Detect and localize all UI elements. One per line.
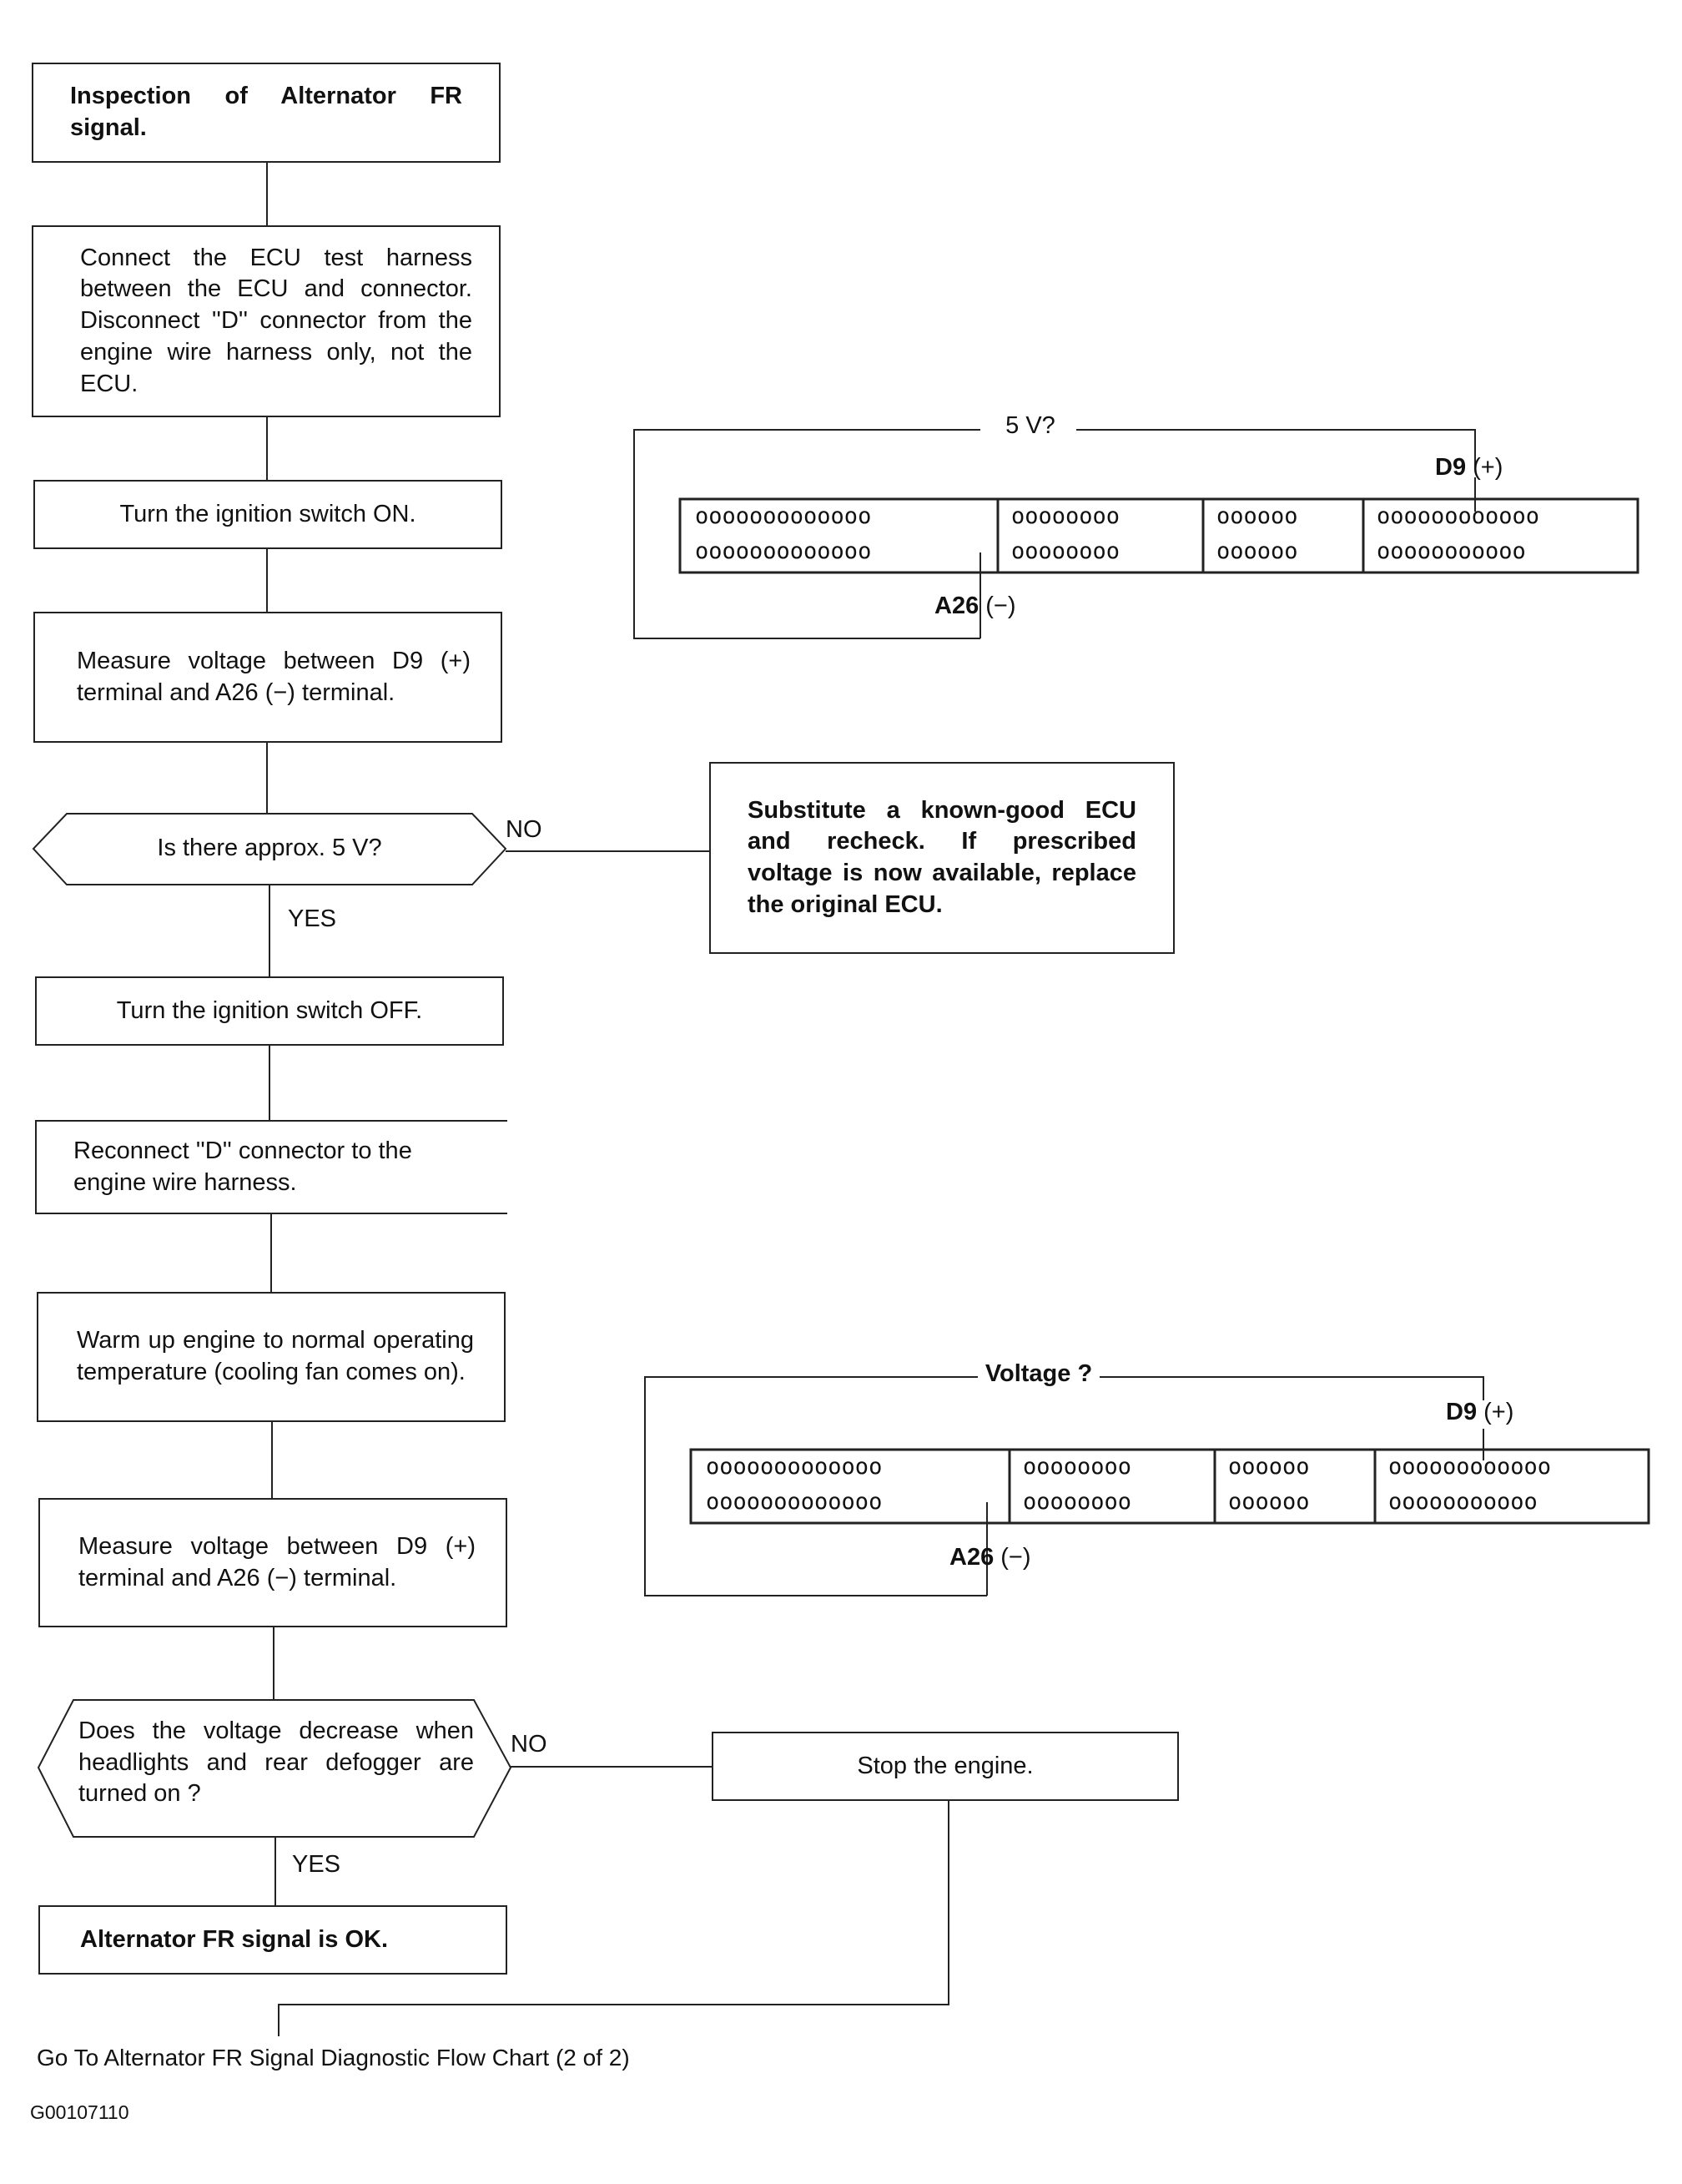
- decision-approx-5v: Is there approx. 5 V?: [157, 835, 382, 861]
- step-substitute-ecu: Substitute a known-good ECU and recheck.…: [709, 762, 1175, 954]
- connector-2-title: Voltage ?: [985, 1360, 1093, 1387]
- goto-flowchart-link[interactable]: Go To Alternator FR Signal Diagnostic Fl…: [37, 2045, 630, 2071]
- step-stop-engine: Stop the engine.: [712, 1732, 1179, 1801]
- connector-2-positive-label: D9 (+): [1446, 1399, 1514, 1425]
- connector-2-pins-row1-d: oooooooooooo: [1388, 1454, 1552, 1480]
- branch-no-2: NO: [511, 1731, 547, 1758]
- connector-1-pins-row2-c: oooooo: [1216, 538, 1298, 564]
- connector-1-pins-row1-a: ooooooooooooo: [695, 503, 872, 529]
- connector-2-negative-label: A26 (−): [949, 1544, 1031, 1571]
- connector-2-pins-row1-a: ooooooooooooo: [706, 1454, 883, 1480]
- connector-1-title: 5 V?: [1005, 412, 1055, 439]
- connector-2-pins-row2-a: ooooooooooooo: [706, 1489, 883, 1515]
- figure-code: G00107110: [30, 2101, 129, 2123]
- connector-1-positive-label: D9 (+): [1435, 454, 1503, 481]
- step-warm-up-engine: Warm up engine to normal operating tempe…: [37, 1292, 506, 1422]
- branch-no-1: NO: [506, 816, 542, 843]
- branch-yes-1: YES: [288, 905, 337, 932]
- connector-2-pins-row1-c: oooooo: [1228, 1454, 1310, 1480]
- connector-2-pins-row2-b: oooooooo: [1023, 1489, 1132, 1515]
- connector-1-pins-row1-b: oooooooo: [1011, 503, 1120, 529]
- step-ignition-on: Turn the ignition switch ON.: [33, 480, 502, 549]
- connector-1-negative-label: A26 (−): [934, 593, 1016, 619]
- connector-1-pins-row1-d: oooooooooooo: [1377, 503, 1540, 529]
- connector-1-pins-row2-b: oooooooo: [1011, 538, 1120, 564]
- step-measure-voltage-2: Measure voltage between D9 (+) terminal …: [38, 1498, 507, 1627]
- connector-1-pins-row2-d: ooooooooooo: [1377, 538, 1526, 564]
- decision-voltage-decrease: Does the voltage decrease when headlight…: [78, 1717, 474, 1808]
- step-reconnect-d-connector: Reconnect ''D'' connector to the engine …: [35, 1120, 507, 1214]
- step-connect-test-harness: Connect the ECU test harness between the…: [32, 225, 501, 417]
- connector-2-pins-row2-c: oooooo: [1228, 1489, 1310, 1515]
- connector-1-pins-row1-c: oooooo: [1216, 503, 1298, 529]
- connector-2-pins-row1-b: oooooooo: [1023, 1454, 1132, 1480]
- step-alternator-fr-ok: Alternator FR signal is OK.: [38, 1905, 507, 1975]
- connector-2-pins-row2-d: ooooooooooo: [1388, 1489, 1538, 1515]
- step-ignition-off: Turn the ignition switch OFF.: [35, 976, 504, 1046]
- branch-yes-2: YES: [292, 1851, 341, 1878]
- step-inspection-title: Inspection of Alternator FR signal.: [32, 63, 501, 163]
- connector-1-pins-row2-a: ooooooooooooo: [695, 538, 872, 564]
- step-measure-voltage-1: Measure voltage between D9 (+) terminal …: [33, 612, 502, 743]
